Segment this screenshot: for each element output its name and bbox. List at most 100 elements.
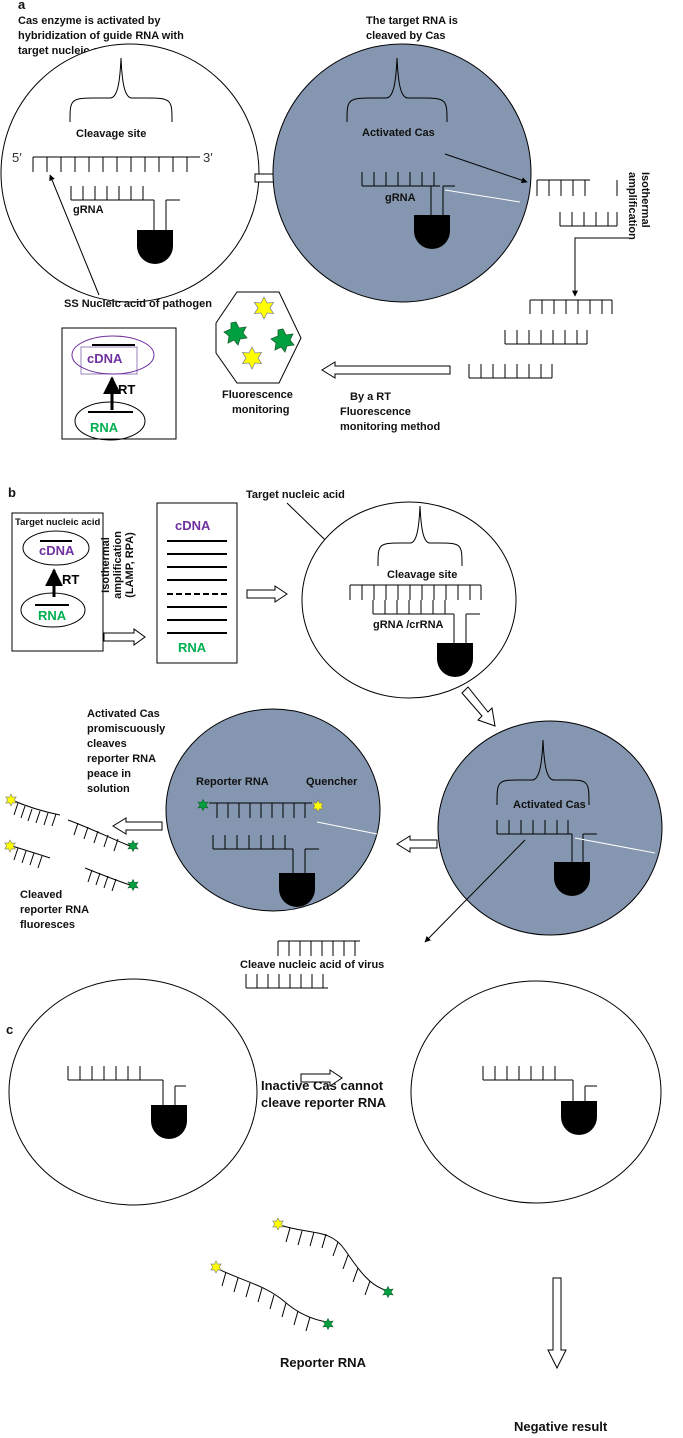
grna-strand-b1 <box>372 600 480 644</box>
inactive-2: cleave reporter RNA <box>261 1095 387 1110</box>
reaction-circle-a1 <box>0 43 260 303</box>
promisc-4: reporter RNA <box>87 753 156 765</box>
quencher-b: Quencher <box>306 776 358 788</box>
cleaved-reporter-3: fluoresces <box>20 919 75 931</box>
caption-a-right-2: cleaved by Cas <box>366 30 446 42</box>
rt-label-b: RT <box>62 572 79 587</box>
reporter-strand-b2 <box>209 802 312 818</box>
gel-rna: RNA <box>178 640 207 655</box>
cleaved-reporters-b <box>11 799 131 892</box>
grna-strand-b3 <box>496 820 597 862</box>
cleaved-pointer-a <box>444 153 528 184</box>
activated-circle-b2 <box>165 708 381 912</box>
inactive-circle-c2 <box>410 980 662 1204</box>
reporter-c-green-2 <box>322 1318 334 1330</box>
grna-strand-c2 <box>482 1066 597 1101</box>
panel-a-letter: a <box>18 0 26 12</box>
grna-label-a1: gRNA <box>73 204 104 216</box>
promisc-2: promiscuously <box>87 723 166 735</box>
fluor-monitor-2: monitoring <box>232 404 289 416</box>
fluor-monitor-1: Fluorescence <box>222 389 293 401</box>
cleavage-line-b2 <box>316 821 378 835</box>
grna-strand-b2 <box>212 835 319 873</box>
target-strand-b1 <box>349 584 482 600</box>
target-strand-a1 <box>32 156 200 172</box>
cleaved-yellow-1 <box>5 793 17 807</box>
gel-box <box>156 502 238 664</box>
hollow-arrow-c1 <box>300 1069 343 1087</box>
target-nucleic-b: Target nucleic acid <box>246 489 345 501</box>
hollow-arrow-a-left <box>321 361 451 379</box>
cleave-virus-label: Cleave nucleic acid of virus <box>240 959 384 971</box>
reporter-c-yellow-1 <box>272 1217 284 1231</box>
brace-a1 <box>69 57 173 123</box>
amplification-arrow-a <box>572 237 629 297</box>
hollow-arrow-b1 <box>103 628 146 646</box>
ss-nucleic-pointer <box>49 174 100 296</box>
activated-circle-b3 <box>437 720 663 936</box>
hollow-arrow-b-diag <box>461 686 496 727</box>
brace-b1 <box>377 505 463 567</box>
ss-nucleic-label: SS Nucleic acid of pathogen <box>64 298 212 310</box>
cdna-ellipse-b <box>22 530 90 566</box>
hollow-arrow-b3 <box>396 835 438 853</box>
cleaved-fragments-a <box>536 179 618 227</box>
cleaved-reporter-1: Cleaved <box>20 889 62 901</box>
cleaved-reporter-2: reporter RNA <box>20 904 89 916</box>
cleavage-site-b: Cleavage site <box>387 569 457 581</box>
rt-method-1: By a RT <box>350 391 391 403</box>
grna-strand-a2 <box>361 172 455 215</box>
negative-result: Negative result <box>514 1419 608 1434</box>
rt-method-3: monitoring method <box>340 421 440 433</box>
virus-pointer-b <box>424 839 526 943</box>
gel-bands <box>167 540 227 634</box>
rt-box-b <box>11 512 104 652</box>
isothermal-a-2: amplification <box>626 172 638 240</box>
cleavage-line-b3 <box>574 837 656 854</box>
rna-ellipse-a <box>74 401 146 441</box>
hollow-arrow-b-left <box>112 817 163 835</box>
reporter-c-yellow-2 <box>210 1260 222 1274</box>
cleavage-site-a: Cleavage site <box>76 128 146 140</box>
virus-fragments-b <box>245 940 360 989</box>
promisc-3: cleaves <box>87 738 127 750</box>
activated-cas-b3: Activated Cas <box>513 799 586 811</box>
cleavage-line-a2 <box>444 189 521 203</box>
grna-label-a2: gRNA <box>385 192 416 204</box>
fluorescence-hexagon <box>215 291 302 384</box>
brace-b3 <box>496 739 590 806</box>
cdna-label-a: cDNA <box>87 351 123 366</box>
caption-a-left-1: Cas enzyme is activated by <box>18 15 161 27</box>
gel-cdna: cDNA <box>175 518 211 533</box>
caption-a-right-1: The target RNA is <box>366 15 458 27</box>
rt-method-2: Fluorescence <box>340 406 411 418</box>
inactive-circle-c1 <box>8 978 258 1206</box>
target-nucleic-box: Target nucleic acid <box>15 517 101 528</box>
rna-label-b: RNA <box>38 608 67 623</box>
isothermal-b-2: amplification <box>112 531 124 599</box>
grna-crrna-label: gRNA /crRNA <box>373 619 444 631</box>
brace-a2 <box>346 57 448 123</box>
hollow-arrow-down-c <box>547 1277 567 1370</box>
amplified-strands-a <box>468 299 613 379</box>
promisc-5: peace in <box>87 768 131 780</box>
rna-label-a: RNA <box>90 420 119 435</box>
cleaved-yellow-2 <box>4 839 16 853</box>
promisc-1: Activated Cas <box>87 708 160 720</box>
reporter-rnas-c <box>215 1224 386 1332</box>
promisc-6: solution <box>87 783 130 795</box>
caption-a-left-2: hybridization of guide RNA with <box>18 30 184 42</box>
reporter-rna-c: Reporter RNA <box>280 1355 367 1370</box>
five-prime-label: 5′ <box>12 150 22 165</box>
grna-strand-a1 <box>70 186 180 230</box>
rt-label-a: RT <box>118 382 135 397</box>
activated-cas-a: Activated Cas <box>362 127 435 139</box>
reporter-c-green-1 <box>382 1286 394 1298</box>
isothermal-b-1: Isothermal <box>100 537 112 593</box>
panel-b-letter: b <box>8 485 16 500</box>
cdna-ellipse-a <box>71 335 155 375</box>
isothermal-b-3: (LAMP, RPA) <box>124 532 136 598</box>
reporter-rna-b: Reporter RNA <box>196 776 269 788</box>
cdna-label-b: cDNA <box>39 543 75 558</box>
